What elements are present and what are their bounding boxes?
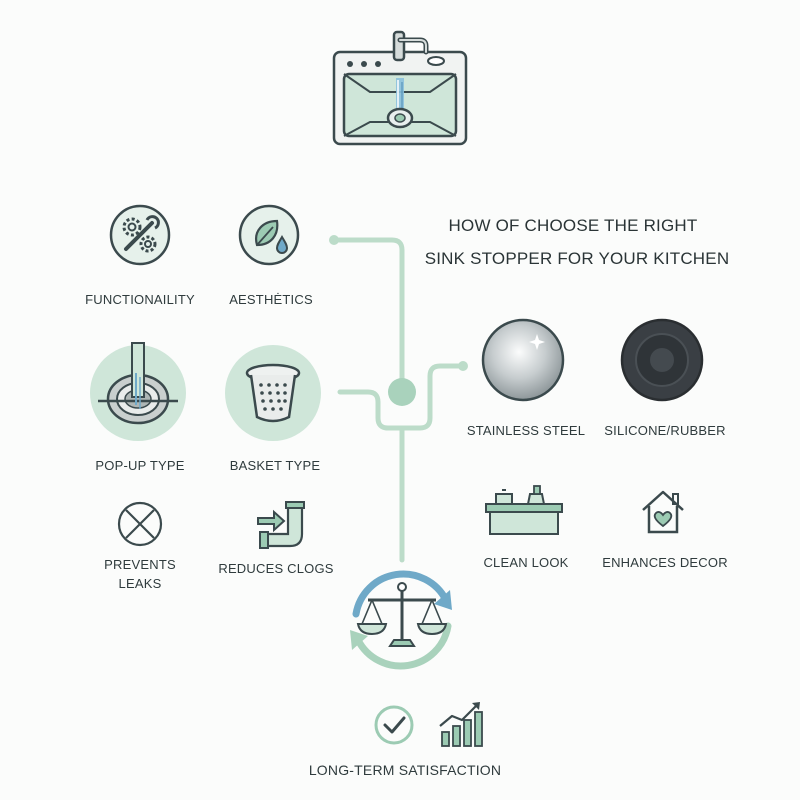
x-circle-icon (117, 501, 163, 547)
counter-cookware-icon (485, 485, 563, 535)
growth-chart-icon (439, 702, 483, 747)
label-stainless-steel: STAINLESS STEEL (466, 423, 586, 438)
label-long-term-satisfaction: LONG-TERM SATISFACTION (308, 762, 502, 778)
basket-strainer-icon (225, 345, 321, 441)
label-functionality: FUNCTIONAILITY (85, 292, 195, 307)
label-leaks: LEAKS (118, 576, 162, 591)
title-line-1: HOW OF CHOOSE THE RIGHT (448, 216, 698, 235)
label-prevents: PREVENTS (104, 557, 176, 572)
check-circle-icon (374, 705, 414, 745)
balance-scale-icon (350, 570, 452, 670)
label-silicone-rubber: SILICONE/RUBBER (604, 423, 726, 438)
house-heart-icon (642, 490, 684, 534)
leaf-drop-icon (238, 204, 300, 266)
label-pop-up-type: POP-UP TYPE (95, 458, 185, 473)
label-basket-type: BASKET TYPE (229, 458, 321, 473)
label-clean-look: CLEAN LOOK (483, 555, 569, 570)
sink-icon (332, 30, 468, 146)
steel-disc-icon (481, 318, 565, 402)
pop-up-drain-icon (90, 342, 186, 441)
label-aesthetics: AESTHĖTICS (229, 292, 313, 307)
rubber-disc-icon (620, 318, 704, 402)
gears-wrench-icon (109, 204, 171, 266)
label-enhances-decor: ENHANCES DECOR (602, 555, 728, 570)
pipe-arrow-icon (257, 501, 305, 549)
title-line-2: SINK STOPPER FOR YOUR KITCHEN (424, 249, 730, 268)
label-reduces-clogs: REDUCES CLOGS (218, 561, 334, 576)
